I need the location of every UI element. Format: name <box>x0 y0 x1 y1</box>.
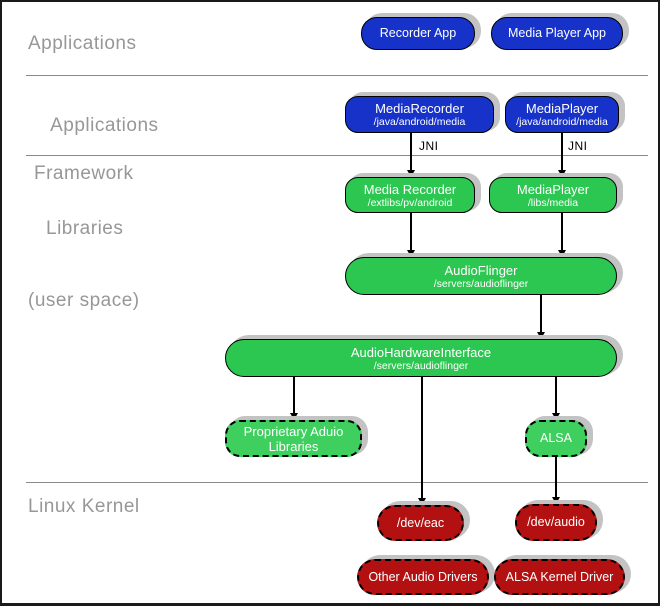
node-audio-hardware-interface-label: AudioHardwareInterface <box>350 344 492 360</box>
arrow-mediaplayer-to-lib <box>557 133 567 177</box>
node-dev-audio-label: /dev/audio <box>527 515 585 529</box>
arrow-ahi-to-proprietary <box>289 377 299 420</box>
node-recorder-app: Recorder App <box>361 17 475 50</box>
node-recorder-app-label: Recorder App <box>379 26 457 40</box>
node-other-audio-drivers-label: Other Audio Drivers <box>368 569 478 584</box>
node-alsa-kernel-driver-label: ALSA Kernel Driver <box>505 569 614 584</box>
node-dev-eac: /dev/eac <box>377 505 464 541</box>
node-audioflinger: AudioFlinger /servers/audioflinger <box>345 257 617 295</box>
section-label-linux-kernel: Linux Kernel <box>28 496 140 517</box>
node-mediaplayer-framework-label: MediaPlayer <box>525 101 599 116</box>
node-media-recorder-lib-label: Media Recorder <box>363 181 457 197</box>
node-media-player-app: Media Player App <box>491 17 623 50</box>
node-proprietary-audio-libraries-line1: Proprietary Aduio <box>243 423 344 439</box>
arrow-alsa-to-dev-audio <box>551 457 561 504</box>
node-audio-hardware-interface: AudioHardwareInterface /servers/audiofli… <box>225 339 617 377</box>
arrow-ahi-to-alsa <box>551 377 561 420</box>
node-mediaplayer-lib-path: /libs/media <box>527 196 579 209</box>
node-alsa-label: ALSA <box>540 431 572 445</box>
node-media-player-app-label: Media Player App <box>508 26 606 40</box>
node-audioflinger-label: AudioFlinger <box>444 262 518 278</box>
node-alsa: ALSA <box>525 420 587 457</box>
node-media-recorder-lib: Media Recorder /extlibs/pv/android <box>345 177 475 213</box>
arrow-mediarecorder-to-lib <box>406 133 416 177</box>
divider-libraries-kernel <box>26 482 648 483</box>
divider-applications-framework <box>26 75 648 76</box>
node-proprietary-audio-libraries-line2: Libraries <box>268 438 319 454</box>
node-dev-eac-label: /dev/eac <box>396 515 445 530</box>
node-alsa-kernel-driver: ALSA Kernel Driver <box>494 559 625 595</box>
node-audio-hardware-interface-path: /servers/audioflinger <box>373 359 469 372</box>
jni-label-right: JNI <box>568 139 588 153</box>
section-label-libraries-line2: (user space) <box>28 290 140 311</box>
arrow-ahi-to-dev-eac <box>417 377 427 505</box>
node-mediaplayer-framework-path: /java/android/media <box>516 116 608 128</box>
jni-label-left: JNI <box>419 139 439 153</box>
node-dev-audio: /dev/audio <box>515 504 597 541</box>
arrow-media-recorder-to-audioflinger <box>406 213 416 257</box>
node-mediaplayer-lib: MediaPlayer /libs/media <box>489 177 617 213</box>
section-label-applications: Applications <box>28 33 137 54</box>
node-mediaplayer-framework: MediaPlayer /java/android/media <box>505 96 619 133</box>
arrow-mediaplayer-to-audioflinger <box>557 213 567 257</box>
node-proprietary-audio-libraries: Proprietary Aduio Libraries <box>225 420 362 457</box>
section-label-applications-framework-line1: Applications <box>50 115 159 136</box>
divider-framework-libraries <box>26 155 648 156</box>
node-mediaplayer-lib-label: MediaPlayer <box>516 181 590 197</box>
node-mediarecorder-framework-path: /java/android/media <box>373 116 466 128</box>
section-label-libraries-line1: Libraries <box>46 218 124 239</box>
section-label-applications-framework-line2: Framework <box>34 163 134 184</box>
node-mediarecorder-framework: MediaRecorder /java/android/media <box>345 96 494 133</box>
section-label-libraries: Libraries (user space) <box>28 169 140 361</box>
node-mediarecorder-framework-label: MediaRecorder <box>375 101 464 116</box>
arrow-audioflinger-to-ahi <box>536 295 546 339</box>
section-label-applications-framework: Applications Framework <box>28 90 159 234</box>
node-audioflinger-path: /servers/audioflinger <box>433 277 529 290</box>
node-media-recorder-lib-path: /extlibs/pv/android <box>367 196 453 209</box>
node-other-audio-drivers: Other Audio Drivers <box>357 559 489 595</box>
